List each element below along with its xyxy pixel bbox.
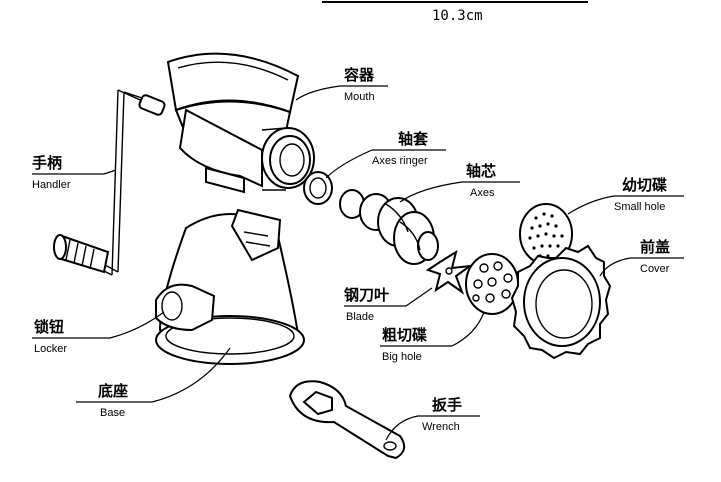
label-locker-cn: 锁钮 [34, 318, 64, 336]
label-mouth-en: Mouth [344, 91, 375, 103]
label-base: 底座 Base [98, 382, 128, 419]
label-handler-cn: 手柄 [32, 154, 62, 172]
label-locker: 锁钮 Locker [34, 318, 67, 355]
label-big-hole-en: Big hole [382, 351, 422, 363]
label-locker-en: Locker [34, 343, 67, 355]
dimension-text: 10.3cm [432, 8, 483, 24]
label-big-hole: 粗切碟 Big hole [382, 326, 427, 363]
label-cover: 前盖 Cover [640, 238, 670, 275]
blade-part [425, 249, 474, 295]
axes-part [339, 189, 439, 265]
label-blade-en: Blade [346, 311, 374, 323]
cover-part [510, 244, 612, 360]
wrench-part [288, 380, 406, 460]
label-axes-cn: 轴芯 [466, 162, 496, 180]
axes-ringer-part [303, 171, 333, 205]
label-handler-en: Handler [32, 179, 71, 191]
label-small-hole: 幼切碟 Small hole [614, 176, 667, 213]
label-wrench-en: Wrench [422, 421, 460, 433]
label-big-hole-cn: 粗切碟 [382, 326, 427, 344]
leader-lines [32, 85, 684, 441]
base-part [155, 208, 305, 365]
label-cover-cn: 前盖 [640, 238, 670, 256]
handle-part [53, 89, 166, 276]
label-axes-ringer-cn: 轴套 [398, 130, 429, 148]
label-axes-ringer-en: Axes ringer [372, 155, 428, 167]
label-handler: 手柄 Handler [32, 154, 71, 191]
label-mouth-cn: 容器 [343, 66, 375, 84]
label-axes-ringer: 轴套 Axes ringer [372, 130, 429, 167]
label-blade-cn: 钢刀叶 [344, 286, 389, 304]
label-blade: 钢刀叶 Blade [344, 286, 389, 323]
mouth-part [166, 52, 315, 194]
label-axes: 轴芯 Axes [466, 162, 496, 199]
label-base-en: Base [100, 407, 125, 419]
label-base-cn: 底座 [98, 382, 128, 400]
label-small-hole-en: Small hole [614, 201, 665, 213]
label-wrench-cn: 扳手 [432, 396, 462, 414]
label-cover-en: Cover [640, 263, 670, 275]
label-wrench: 扳手 Wrench [422, 396, 462, 433]
label-small-hole-cn: 幼切碟 [622, 176, 667, 194]
big-hole-part [465, 253, 519, 315]
small-hole-part [519, 203, 573, 265]
label-axes-en: Axes [470, 187, 495, 199]
label-mouth: 容器 Mouth [343, 66, 375, 103]
